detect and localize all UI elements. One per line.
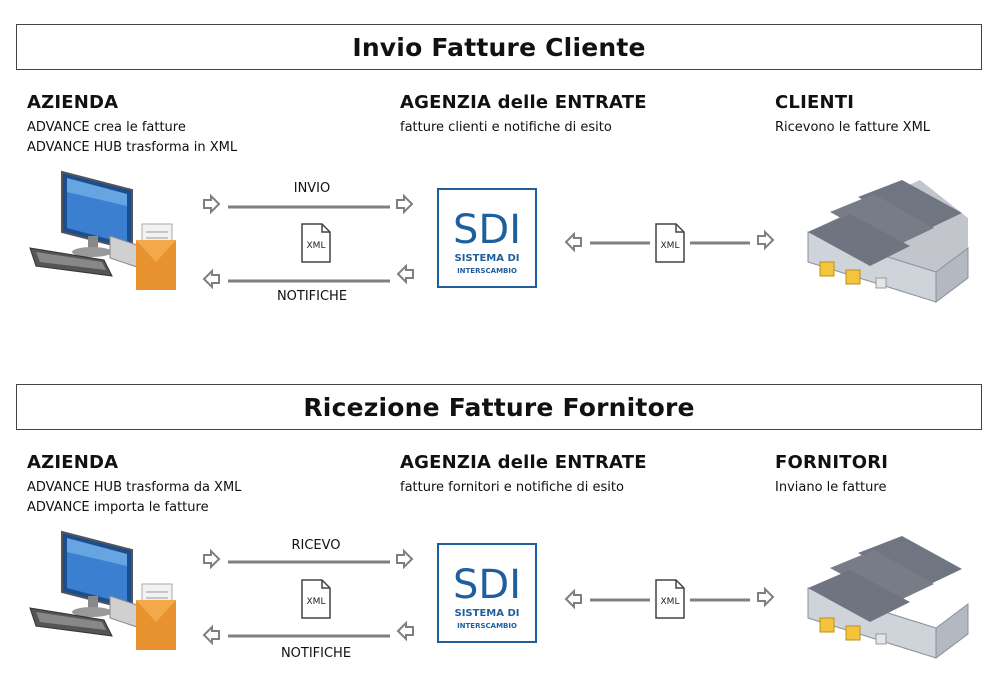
azienda-line-1: ADVANCE HUB trasforma da XML <box>27 480 242 495</box>
clienti-heading: CLIENTI <box>775 92 855 113</box>
envelope-icon <box>136 223 176 290</box>
diagram-graphics-1: XML SDI SISTEMA DI INTERSCAMBIO XML <box>29 170 969 303</box>
diagram-graphics-2: XML SDI SISTEMA DI INTERSCAMBIO XML <box>29 530 969 659</box>
xml-file-text: XML <box>307 597 326 607</box>
xml-file-icon: XML <box>301 223 331 263</box>
ricevo-arrow <box>203 548 414 570</box>
azienda-heading: AZIENDA <box>27 92 119 113</box>
xml-file-text-right: XML <box>661 597 680 607</box>
sdi-logo-big: SDI <box>453 562 521 608</box>
azienda-line-2: ADVANCE HUB trasforma in XML <box>27 140 238 155</box>
clienti-line-1: Ricevono le fatture XML <box>775 120 931 135</box>
computer-icon <box>29 170 141 277</box>
fornitori-arrow <box>564 586 775 610</box>
fornitori-heading: FORNITORI <box>775 452 889 473</box>
xml-file-text-right: XML <box>661 241 680 251</box>
section-invio: Invio Fatture Cliente AZIENDA ADVANCE cr… <box>0 0 1000 340</box>
xml-file-text: XML <box>307 241 326 251</box>
factory-icon <box>807 536 969 659</box>
xml-file-icon-right: XML <box>655 579 685 619</box>
fornitori-line-1: Inviano le fatture <box>775 480 887 495</box>
section-ricezione: Ricezione Fatture Fornitore AZIENDA ADVA… <box>0 360 1000 700</box>
sdi-logo-big: SDI <box>453 207 521 253</box>
sdi-logo: SDI SISTEMA DI INTERSCAMBIO <box>437 188 537 288</box>
agenzia-line-1: fatture fornitori e notifiche di esito <box>400 480 624 495</box>
sdi-logo-line2: INTERSCAMBIO <box>457 267 517 275</box>
agenzia-heading: AGENZIA delle ENTRATE <box>400 92 647 113</box>
notifiche-arrow <box>202 263 414 290</box>
azienda-line-1: ADVANCE crea le fatture <box>27 120 186 135</box>
notifiche-label: NOTIFICHE <box>276 289 348 304</box>
xml-file-icon: XML <box>301 579 331 619</box>
sdi-logo: SDI SISTEMA DI INTERSCAMBIO <box>437 543 537 643</box>
invio-label: INVIO <box>293 181 331 196</box>
sdi-logo-line1: SISTEMA DI <box>455 253 520 264</box>
sdi-logo-line2: INTERSCAMBIO <box>457 622 517 630</box>
invio-arrow <box>203 193 414 215</box>
notifiche-label: NOTIFICHE <box>280 646 352 661</box>
agenzia-heading: AGENZIA delle ENTRATE <box>400 452 647 473</box>
sdi-logo-line1: SISTEMA DI <box>455 608 520 619</box>
xml-file-icon-right: XML <box>655 223 685 263</box>
clienti-arrow <box>564 229 775 253</box>
section-title: Invio Fatture Cliente <box>16 24 982 70</box>
notifiche-arrow <box>202 620 414 646</box>
computer-icon <box>29 530 141 637</box>
section-title: Ricezione Fatture Fornitore <box>16 384 982 430</box>
azienda-heading: AZIENDA <box>27 452 119 473</box>
agenzia-line-1: fatture clienti e notifiche di esito <box>400 120 612 135</box>
azienda-line-2: ADVANCE importa le fatture <box>27 500 209 515</box>
factory-icon <box>807 180 969 303</box>
envelope-icon <box>136 583 176 650</box>
ricevo-label: RICEVO <box>291 538 341 553</box>
